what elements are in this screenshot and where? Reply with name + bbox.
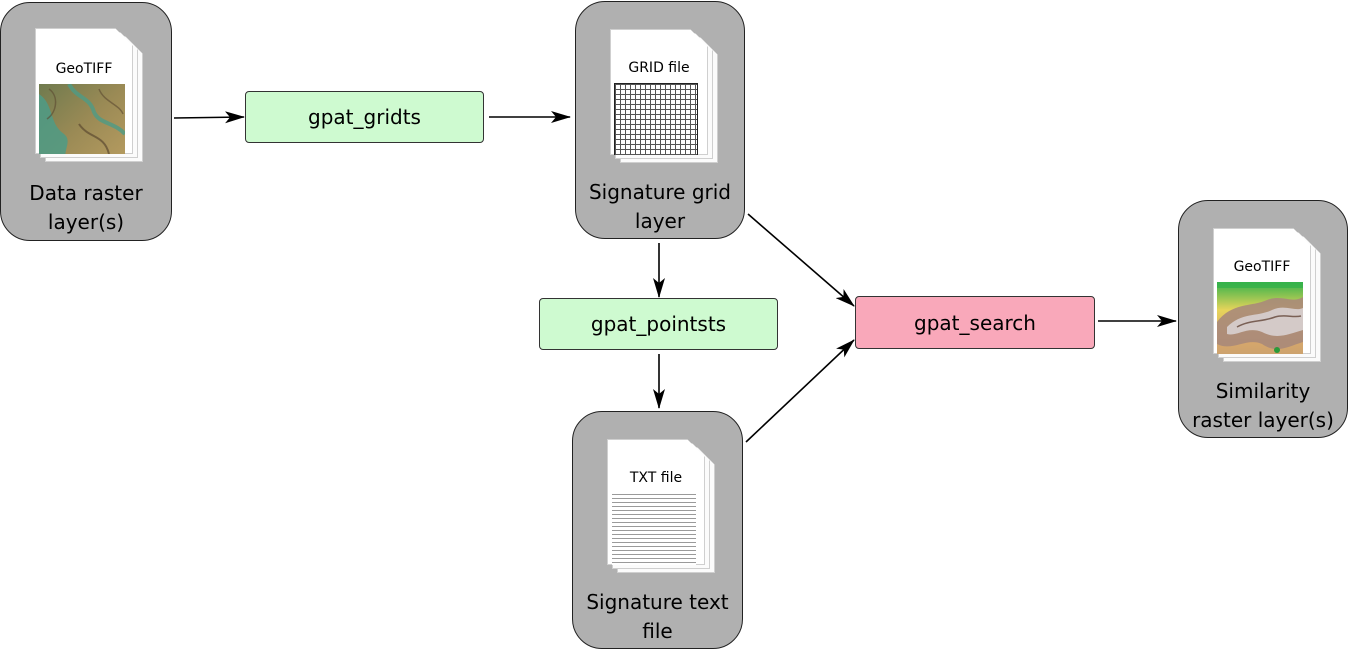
file-page-front: GeoTIFF [35, 28, 133, 154]
node-label: Signature text file [586, 590, 729, 643]
arrow-raster-to-gridts [173, 111, 245, 124]
grid-thumbnail [614, 83, 698, 163]
txt-file-icon: TXT file [607, 439, 717, 579]
gpat-gridts-tool[interactable]: gpat_gridts [245, 91, 484, 143]
file-page-front: TXT file [607, 439, 705, 565]
geotiff-result-file-icon: GeoTIFF [1213, 228, 1323, 368]
node-label: Similarity raster layer(s) [1192, 379, 1334, 432]
file-page-front: GeoTIFF [1213, 228, 1311, 354]
tool-label: gpat_search [914, 310, 1036, 335]
arrow-grid-layer-to-search [747, 213, 855, 307]
arrow-text-file-to-search [745, 339, 855, 443]
tool-label: gpat_gridts [308, 105, 421, 129]
signature-grid-node: GRID file Signature grid layer [575, 1, 745, 239]
similarity-raster-node: GeoTIFF [1178, 200, 1348, 438]
data-raster-node: GeoTIFF [0, 2, 172, 241]
file-caption: TXT file [629, 470, 683, 486]
signature-text-node: TXT file Signature text file [572, 411, 743, 649]
gpat-pointsts-tool[interactable]: gpat_pointsts [539, 298, 778, 350]
similarity-thumbnail [1217, 282, 1303, 362]
node-label: Signature grid layer [588, 180, 731, 233]
file-caption: GeoTIFF [1233, 259, 1291, 275]
file-caption: GeoTIFF [55, 61, 113, 77]
node-label: Data raster layer(s) [29, 181, 143, 234]
terrain-thumbnail [39, 84, 125, 164]
file-page-front: GRID file [610, 29, 708, 155]
file-caption: GRID file [628, 60, 690, 76]
tool-label: gpat_pointsts [590, 312, 727, 336]
geotiff-file-icon: GeoTIFF [35, 28, 145, 168]
gpat-search-tool[interactable]: gpat_search [855, 296, 1095, 349]
text-lines-thumbnail [612, 494, 696, 574]
grid-file-icon: GRID file [610, 29, 720, 169]
